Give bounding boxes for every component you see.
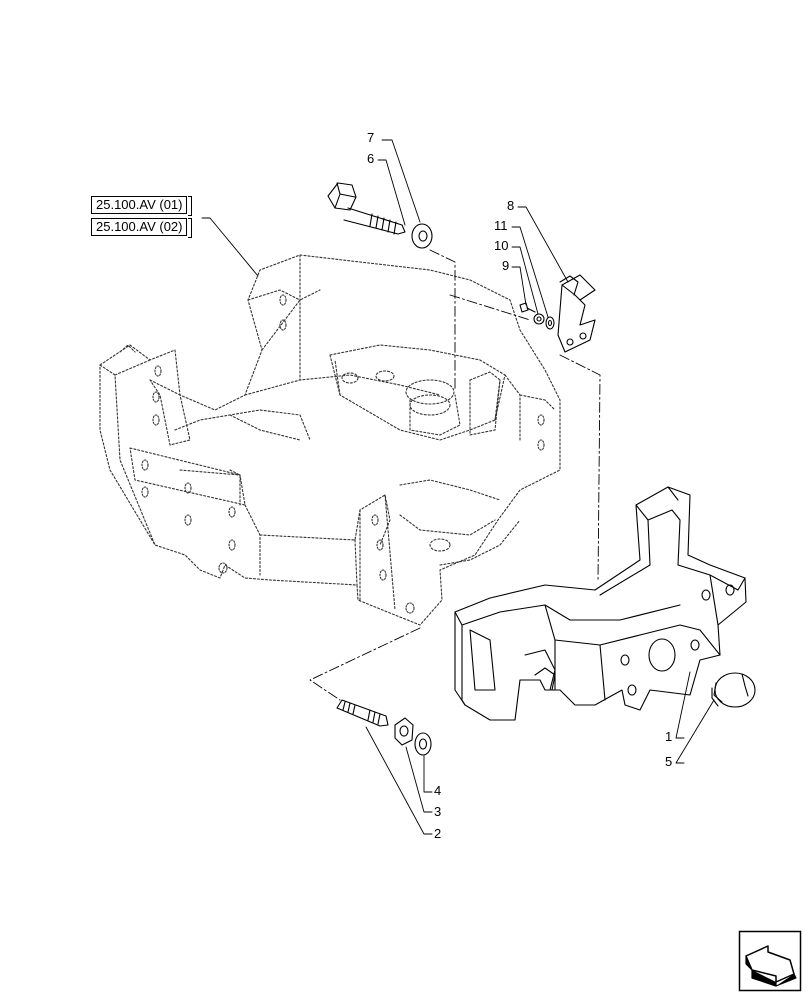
screw-part — [519, 302, 536, 313]
front-support-housing — [99, 254, 561, 626]
leader-lines — [201, 139, 715, 835]
reference-box-01[interactable]: 25.100.AV (01) — [91, 196, 193, 216]
reference-label: 25.100.AV (01) — [96, 197, 183, 212]
nut-part — [394, 717, 414, 746]
mounting-plate-part — [557, 274, 596, 353]
stud-part — [336, 699, 389, 727]
reference-box-02[interactable]: 25.100.AV (02) — [91, 218, 193, 238]
reference-label: 25.100.AV (02) — [96, 219, 183, 234]
upper-washer-part — [411, 223, 433, 249]
callout-3: 3 — [434, 804, 442, 819]
alignment-lines — [309, 249, 601, 701]
callout-8: 8 — [507, 198, 515, 213]
callout-5: 5 — [665, 754, 673, 769]
callout-1: 1 — [665, 729, 673, 744]
flat-washer-part — [545, 316, 555, 330]
housing-bolt-holes — [141, 294, 545, 614]
callout-4: 4 — [434, 783, 442, 798]
callout-9: 9 — [502, 258, 510, 273]
arrow-right-icon[interactable] — [738, 930, 802, 992]
callout-7: 7 — [367, 130, 375, 145]
lock-washer-part — [533, 313, 545, 325]
bracket-part — [454, 486, 747, 721]
callout-2: 2 — [434, 826, 442, 841]
upper-bolt-part — [327, 182, 406, 235]
callout-10: 10 — [494, 238, 509, 253]
callout-11: 11 — [494, 218, 508, 233]
plug-part — [711, 672, 756, 708]
lower-washer-part — [414, 732, 432, 756]
callout-6: 6 — [367, 151, 375, 166]
